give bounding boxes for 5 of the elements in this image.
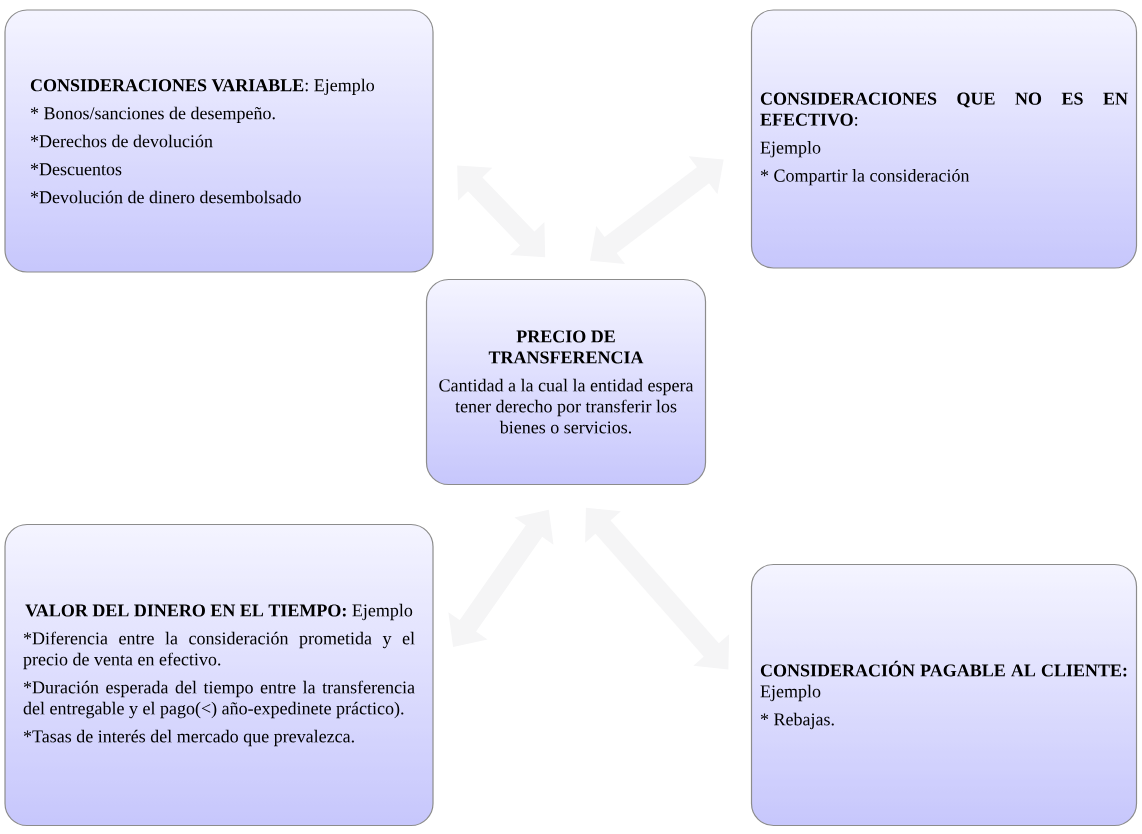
rounded-box: CONSIDERACIONES VARIABLE: Ejemplo * Bonos/sanciones de desempeño. *Derechos de devolución *Descuentos *Devolución de dinero desembolsado (4, 9, 434, 273)
rounded-box: PRECIO DE TRANSFERENCIA Cantidad a la cual la entidad espera tener derecho por transferir los bienes o servicios. (425, 278, 707, 486)
rounded-box: CONSIDERACIÓN PAGABLE AL CLIENTE: Ejemplo * Rebajas. (750, 563, 1138, 827)
rounded-box: VALOR DEL DINERO EN EL TIEMPO: Ejemplo *Diferencia entre la consideración prometida y el precio de venta en efectivo. *Duración esperada del tiempo entre la transferencia del entregable y el pago(<) año-expedinete práctico). *Tasas de interés del mercado que prevalezca. (4, 523, 434, 827)
rounded-box: CONSIDERACIONES QUE NO ES EN EFECTIVO: Ejemplo * Compartir la consideración (750, 9, 1138, 269)
